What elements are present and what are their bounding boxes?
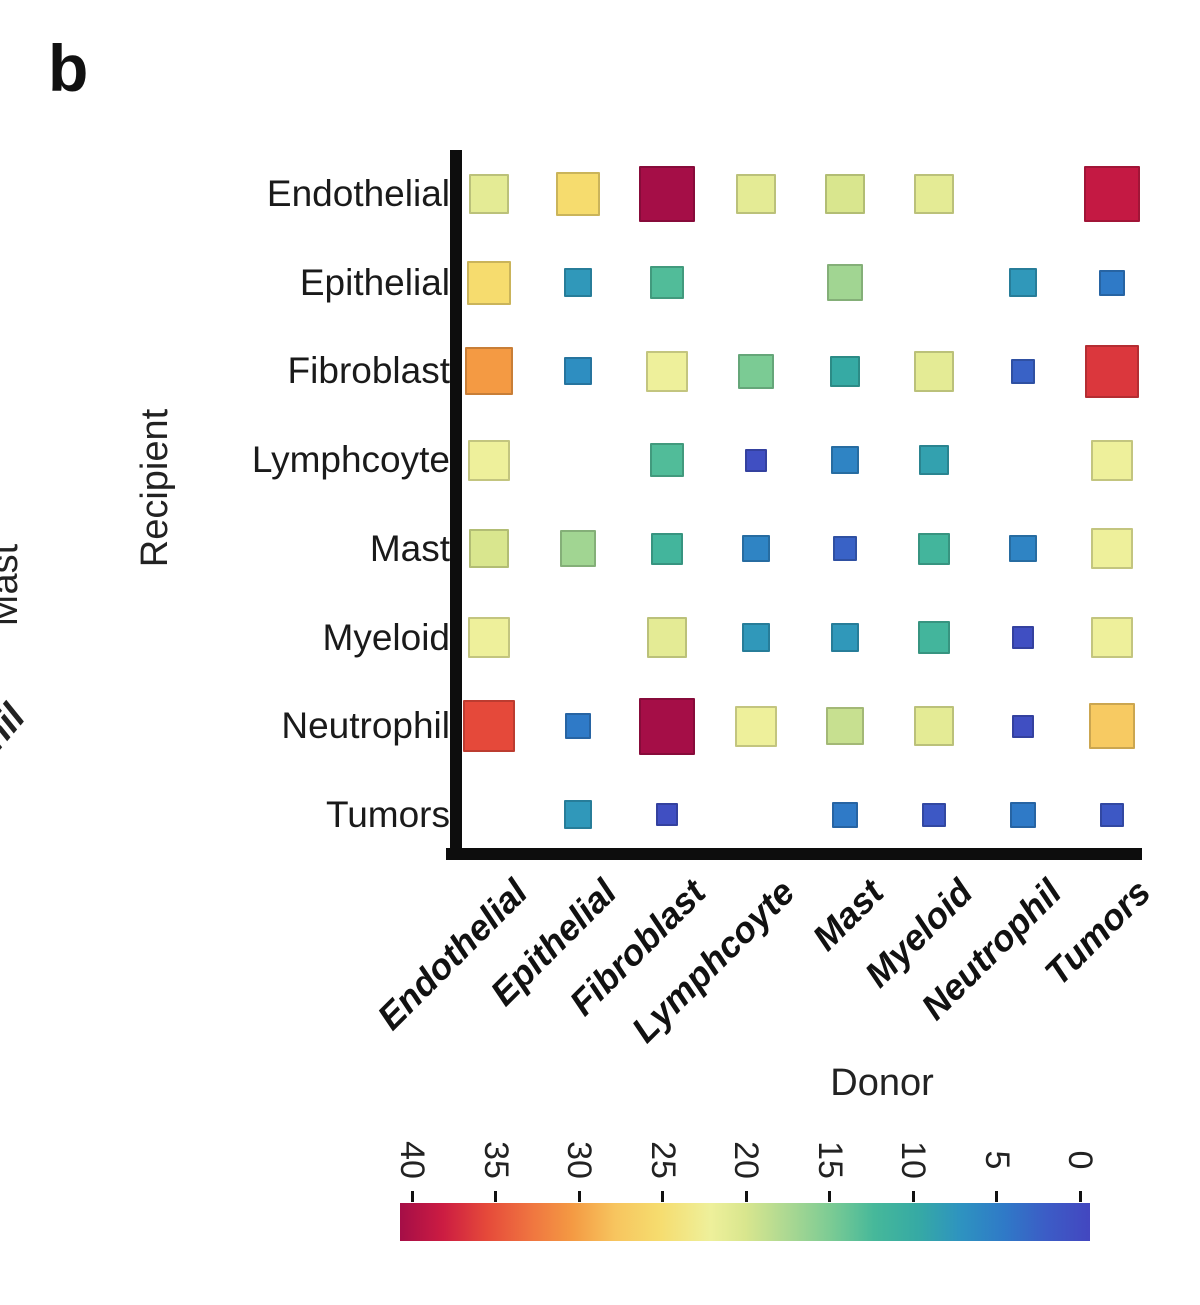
matrix-cell-fibroblast-fibroblast <box>646 350 688 392</box>
matrix-cell-neutrophil-neutrophil <box>1011 714 1035 738</box>
matrix-cell-mast-lymphcoyte <box>742 535 770 563</box>
matrix-cell-neutrophil-endothelial <box>462 699 516 753</box>
matrix-cell-neutrophil-lymphcoyte <box>735 705 777 747</box>
x-axis-line <box>446 848 1142 860</box>
matrix-cell-tumors-mast <box>831 801 859 829</box>
colorbar-tick-label-30: 30 <box>560 1141 598 1179</box>
cropped-neighbor-label-mast: Mast <box>0 543 26 627</box>
matrix-cell-tumors-myeloid <box>922 803 946 827</box>
matrix-cell-lymphcoyte-endothelial <box>468 439 510 481</box>
matrix-cell-mast-neutrophil <box>1009 535 1037 563</box>
matrix-cell-epithelial-epithelial <box>563 268 593 298</box>
colorbar-tick-mark <box>911 1191 915 1202</box>
colorbar-tick-label-25: 25 <box>643 1141 682 1179</box>
colorbar-tick-mark <box>661 1191 664 1202</box>
matrix-cell-tumors-neutrophil <box>1009 801 1037 829</box>
matrix-cell-myeloid-lymphcoyte <box>741 623 771 652</box>
colorbar-tick-mark <box>494 1191 497 1202</box>
matrix-cell-mast-myeloid <box>917 532 951 566</box>
colorbar-tick-mark <box>828 1191 831 1202</box>
matrix-cell-myeloid-mast <box>830 623 860 652</box>
y-tick-label-neutrophil: Neutrophil <box>281 705 450 747</box>
panel-label: b <box>48 31 89 105</box>
matrix-cell-neutrophil-mast <box>825 706 865 746</box>
y-tick-label-epithelial: Epithelial <box>299 261 450 303</box>
colorbar-tick-mark <box>995 1191 998 1202</box>
matrix-cell-endothelial-endothelial <box>468 173 510 215</box>
colorbar-tick-mark <box>1078 1191 1082 1202</box>
matrix-cell-myeloid-tumors <box>1091 616 1133 659</box>
matrix-cell-tumors-tumors <box>1100 803 1124 827</box>
matrix-cell-myeloid-neutrophil <box>1011 626 1035 649</box>
matrix-cell-neutrophil-fibroblast <box>638 697 696 755</box>
matrix-cell-myeloid-myeloid <box>917 621 951 654</box>
y-tick-label-endothelial: Endothelial <box>266 173 450 214</box>
matrix-cell-endothelial-myeloid <box>913 173 955 215</box>
y-axis-line <box>450 150 462 860</box>
matrix-cell-endothelial-lymphcoyte <box>735 173 777 215</box>
colorbar-gradient <box>400 1203 1090 1241</box>
matrix-cell-fibroblast-epithelial <box>563 357 593 386</box>
matrix-cell-fibroblast-neutrophil <box>1010 359 1036 384</box>
matrix-cell-mast-fibroblast <box>650 532 684 566</box>
y-tick-label-tumors: Tumors <box>325 793 450 835</box>
colorbar-tick-label-10: 10 <box>894 1141 932 1179</box>
matrix-cell-fibroblast-lymphcoyte <box>738 353 774 389</box>
matrix-cell-fibroblast-endothelial <box>464 347 514 396</box>
matrix-cell-fibroblast-myeloid <box>913 351 955 392</box>
colorbar-tick-label-0: 0 <box>1061 1150 1099 1170</box>
matrix-cell-endothelial-mast <box>825 174 865 214</box>
matrix-cell-epithelial-endothelial <box>467 260 511 305</box>
matrix-cell-tumors-epithelial <box>563 800 593 830</box>
colorbar-tick-mark <box>744 1191 748 1202</box>
x-axis-title: Donor <box>830 1062 934 1104</box>
matrix-cell-mast-tumors <box>1091 528 1133 570</box>
colorbar-tick-label-15: 15 <box>810 1141 849 1179</box>
matrix-cell-myeloid-endothelial <box>468 616 510 659</box>
y-tick-label-fibroblast: Fibroblast <box>287 350 450 392</box>
matrix-cell-endothelial-tumors <box>1084 166 1140 222</box>
y-tick-label-myeloid: Myeloid <box>322 616 451 658</box>
y-axis-title: Recipient <box>134 408 176 568</box>
y-tick-label-lymphcoyte: Lymphcoyte <box>251 439 450 481</box>
matrix-cell-myeloid-fibroblast <box>646 617 688 658</box>
matrix-cell-neutrophil-myeloid <box>913 706 955 747</box>
matrix-cell-epithelial-tumors <box>1098 269 1126 296</box>
matrix-cell-lymphcoyte-myeloid <box>919 445 949 475</box>
colorbar-tick-label-35: 35 <box>476 1141 515 1179</box>
colorbar-tick-label-20: 20 <box>727 1141 765 1179</box>
matrix-cell-mast-mast <box>832 536 858 562</box>
matrix-cell-mast-epithelial <box>559 530 597 568</box>
colorbar-tick-mark <box>410 1191 414 1202</box>
matrix-cell-lymphcoyte-tumors <box>1091 439 1133 481</box>
matrix-cell-lymphcoyte-fibroblast <box>650 443 684 477</box>
matrix-cell-fibroblast-tumors <box>1085 344 1139 399</box>
matrix-cell-endothelial-fibroblast <box>638 165 696 223</box>
colorbar-tick-mark <box>577 1191 581 1202</box>
matrix-cell-lymphcoyte-mast <box>831 446 859 474</box>
colorbar-tick-label-5: 5 <box>977 1150 1016 1170</box>
matrix-cell-neutrophil-epithelial <box>564 713 592 740</box>
matrix-cell-epithelial-mast <box>826 264 864 302</box>
matrix-cell-epithelial-neutrophil <box>1008 268 1038 298</box>
colorbar-tick-label-40: 40 <box>393 1141 431 1179</box>
y-tick-label-mast: Mast <box>369 527 450 569</box>
matrix-cell-fibroblast-mast <box>829 356 861 387</box>
matrix-cell-epithelial-fibroblast <box>650 266 684 300</box>
matrix-cell-endothelial-epithelial <box>556 172 600 216</box>
matrix-cell-neutrophil-tumors <box>1089 703 1135 749</box>
matrix-cell-mast-endothelial <box>469 529 509 569</box>
matrix-cell-lymphcoyte-lymphcoyte <box>744 448 768 472</box>
matrix-cell-tumors-fibroblast <box>655 803 679 827</box>
